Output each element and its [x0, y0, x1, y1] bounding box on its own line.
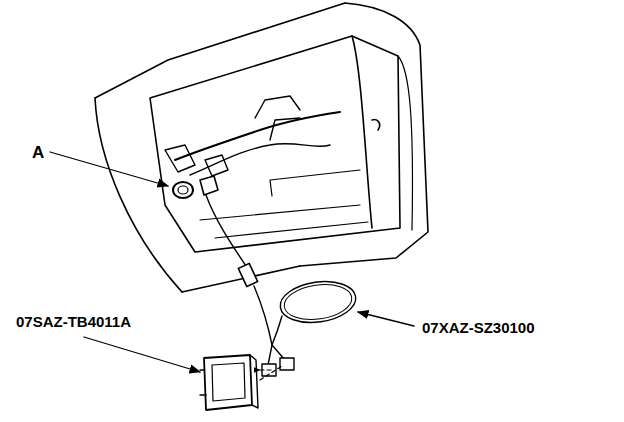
connector	[205, 155, 228, 176]
bracket	[255, 96, 300, 140]
part-number: 07SAZ-TB4011A	[14, 313, 133, 330]
inner-pillar	[352, 36, 372, 228]
leader-line	[50, 152, 168, 186]
part-number: 07XAZ-SZ30100	[420, 319, 537, 336]
tool-box-tab	[200, 370, 206, 395]
tool-box	[204, 355, 252, 410]
clip-hole	[372, 120, 380, 130]
leader-line	[84, 337, 200, 372]
plug	[280, 358, 294, 370]
panel-opening	[150, 36, 400, 252]
wire-harness	[190, 144, 330, 175]
cable	[254, 286, 272, 345]
dlc-connector	[178, 186, 188, 194]
dash-top-edge	[95, 3, 345, 98]
connect-arrow	[260, 366, 282, 380]
cable-loop	[278, 277, 359, 327]
panel-ribs	[200, 170, 368, 238]
side-trim	[398, 56, 412, 230]
dlc-connector	[173, 182, 193, 198]
test-plug	[200, 176, 218, 195]
tool-box-side	[250, 355, 258, 408]
tool-box-face	[212, 363, 245, 401]
leader-line	[358, 312, 414, 326]
callout-letter: A	[30, 143, 46, 162]
wire-harness	[175, 112, 340, 160]
cable-loop	[282, 280, 354, 323]
cable	[206, 195, 246, 266]
cable-filter	[238, 263, 257, 286]
dash-left-edge	[95, 98, 182, 292]
connector	[165, 145, 195, 172]
